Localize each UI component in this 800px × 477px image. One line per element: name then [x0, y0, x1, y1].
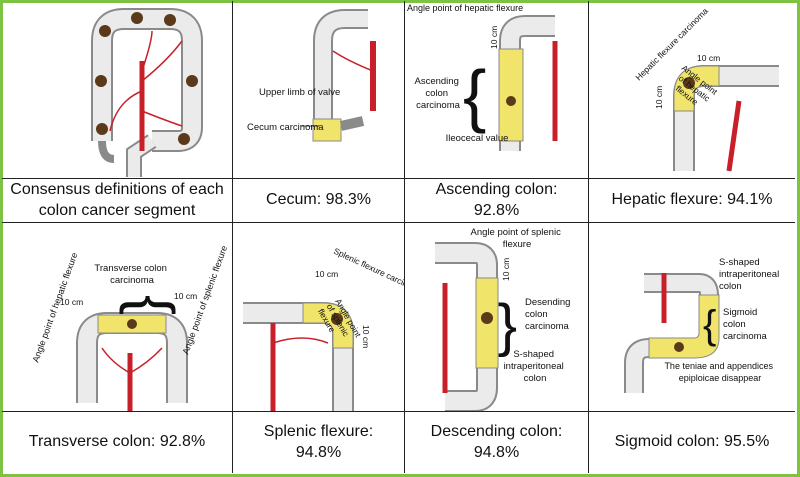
sigmoid-colon-illustration: S-shaped intraperitoneal colon { Sigmoid…: [624, 257, 782, 393]
vessel-branch: [332, 50, 374, 72]
lesion-dot: [96, 123, 108, 135]
cecum-illustration-cell: Upper limb of valve Cecum carcinoma: [233, 1, 405, 179]
descending-caption: Descending colon: 94.8%: [405, 412, 589, 473]
descending-illustration-cell: Angle point of splenic flexure 10 cm { D…: [405, 223, 589, 412]
transverse-caption: Transverse colon: 92.8%: [2, 412, 233, 473]
ascending-colon-illustration: Angle point of hepatic flexure 10 cm Asc…: [407, 3, 558, 151]
ileum: [339, 116, 365, 131]
cecum-illustration: Upper limb of valve Cecum carcinoma: [247, 9, 376, 142]
vessel-branch: [272, 337, 329, 344]
lesion-dot: [178, 133, 190, 145]
bracket: {: [498, 293, 517, 358]
hepatic-illustration-cell: Hepatic flexure carcinoma 10 cm 10 cm An…: [589, 1, 795, 179]
hepatic-angle-label: Angle point of hepatic flexure: [30, 251, 79, 363]
sigmoid-tumor-region: [648, 294, 720, 359]
cecum-caption: Cecum: 98.3%: [233, 179, 405, 223]
lesion-dot: [99, 25, 111, 37]
upper-limb-label: Upper limb of valve: [259, 87, 340, 98]
bracket: {: [119, 295, 186, 315]
vessel-branch: [129, 347, 163, 374]
colon-overview-illustration: [91, 8, 203, 177]
ten-cm-label: 10 cm: [501, 258, 511, 281]
cecum-tumor-region: [312, 118, 342, 142]
colon-ascending-fill: [315, 11, 368, 141]
vessel-branch: [101, 347, 131, 374]
splenic-caption: Splenic flexure: 94.8%: [233, 412, 405, 473]
hepatic-caption: Hepatic flexure: 94.1%: [589, 179, 795, 223]
ascending-tumor-region: [498, 48, 524, 142]
descending-carcinoma-label: Desending colon carcinoma: [525, 297, 573, 332]
lesion-dot: [481, 312, 493, 324]
splenic-flexure-illustration: Splenic flexure carcinoma 10 cm 10 cm An…: [243, 246, 404, 411]
s-shaped-label: S-shaped intraperitoneal colon: [719, 257, 782, 292]
vessel-branch-left: [109, 90, 143, 132]
ileocecal-label: Ileocecal value: [446, 133, 509, 144]
descending-colon-illustration: Angle point of splenic flexure 10 cm { D…: [435, 227, 573, 411]
transverse-colon-illustration: Transverse colon carcinoma { 10 cm 10 cm…: [30, 244, 229, 411]
appendix: [98, 140, 115, 163]
colon-ascending-fill: [501, 17, 555, 151]
vessel: [726, 100, 742, 172]
lesion-dot: [95, 75, 107, 87]
ten-cm-top-label: 10 cm: [315, 269, 338, 279]
splenic-carcinoma-label: Splenic flexure carcinoma: [332, 246, 404, 296]
lesion-dot: [127, 319, 137, 329]
lesion-dot: [674, 342, 684, 352]
ten-cm-right-label: 10 cm: [174, 291, 197, 301]
splenic-angle-label: Angle point of splenic flexure: [316, 297, 364, 351]
bracket: {: [463, 56, 486, 134]
bracket: {: [703, 303, 716, 347]
ten-cm-left-label: 10 cm: [654, 86, 664, 109]
vessel-branch-right: [141, 40, 183, 82]
sigmoid-caption: Sigmoid colon: 95.5%: [614, 433, 770, 451]
vessel-branch-mid: [141, 30, 153, 72]
lesion-dot: [683, 77, 695, 89]
transverse-carcinoma-label: Transverse colon carcinoma: [94, 263, 169, 286]
ten-cm-right-label: 10 cm: [361, 325, 371, 348]
sigmoid-carcinoma-label: Sigmoid colon carcinoma: [723, 307, 768, 342]
splenic-illustration-cell: Splenic flexure carcinoma 10 cm 10 cm An…: [233, 223, 405, 412]
lesion-dot: [331, 313, 343, 325]
ten-cm-left-label: 10 cm: [60, 297, 83, 307]
ten-cm-top-label: 10 cm: [697, 53, 720, 63]
lesion-dot: [506, 96, 516, 106]
splenic-angle-label: Angle point of splenic flexure: [471, 227, 564, 250]
ascending-caption: Ascending colon: 92.8%: [405, 179, 589, 223]
vessel-branch-low: [141, 110, 183, 127]
colon-frame: [91, 8, 203, 152]
lesion-dot: [131, 12, 143, 24]
sigmoid-illustration-cell: S-shaped intraperitoneal colon { Sigmoid…: [589, 223, 795, 412]
ascending-carcinoma-label: Ascending colon carcinoma: [414, 76, 461, 111]
overview-illustration-cell: [2, 1, 233, 179]
colon-frame-fill: [93, 10, 201, 150]
hepatic-flexure-illustration: Hepatic flexure carcinoma 10 cm 10 cm An…: [633, 6, 779, 172]
cecum-carcinoma-label: Cecum carcinoma: [247, 122, 324, 133]
ascending-illustration-cell: Angle point of hepatic flexure 10 cm Asc…: [405, 1, 589, 179]
lesion-dot: [164, 14, 176, 26]
rectum-fill: [128, 136, 156, 177]
teniae-label: The teniae and appendices epiploicae dis…: [664, 361, 775, 383]
ten-cm-label: 10 cm: [489, 26, 499, 49]
hepatic-tumor-region: [673, 65, 720, 112]
angle-point-label: Angle point of hepatic flexure: [407, 3, 523, 13]
transverse-illustration-cell: Transverse colon carcinoma { 10 cm 10 cm…: [2, 223, 233, 412]
lesion-dot: [186, 75, 198, 87]
overview-caption: Consensus definitions of each colon canc…: [2, 179, 233, 223]
s-shaped-label: S-shaped intraperitoneal colon: [504, 349, 567, 384]
